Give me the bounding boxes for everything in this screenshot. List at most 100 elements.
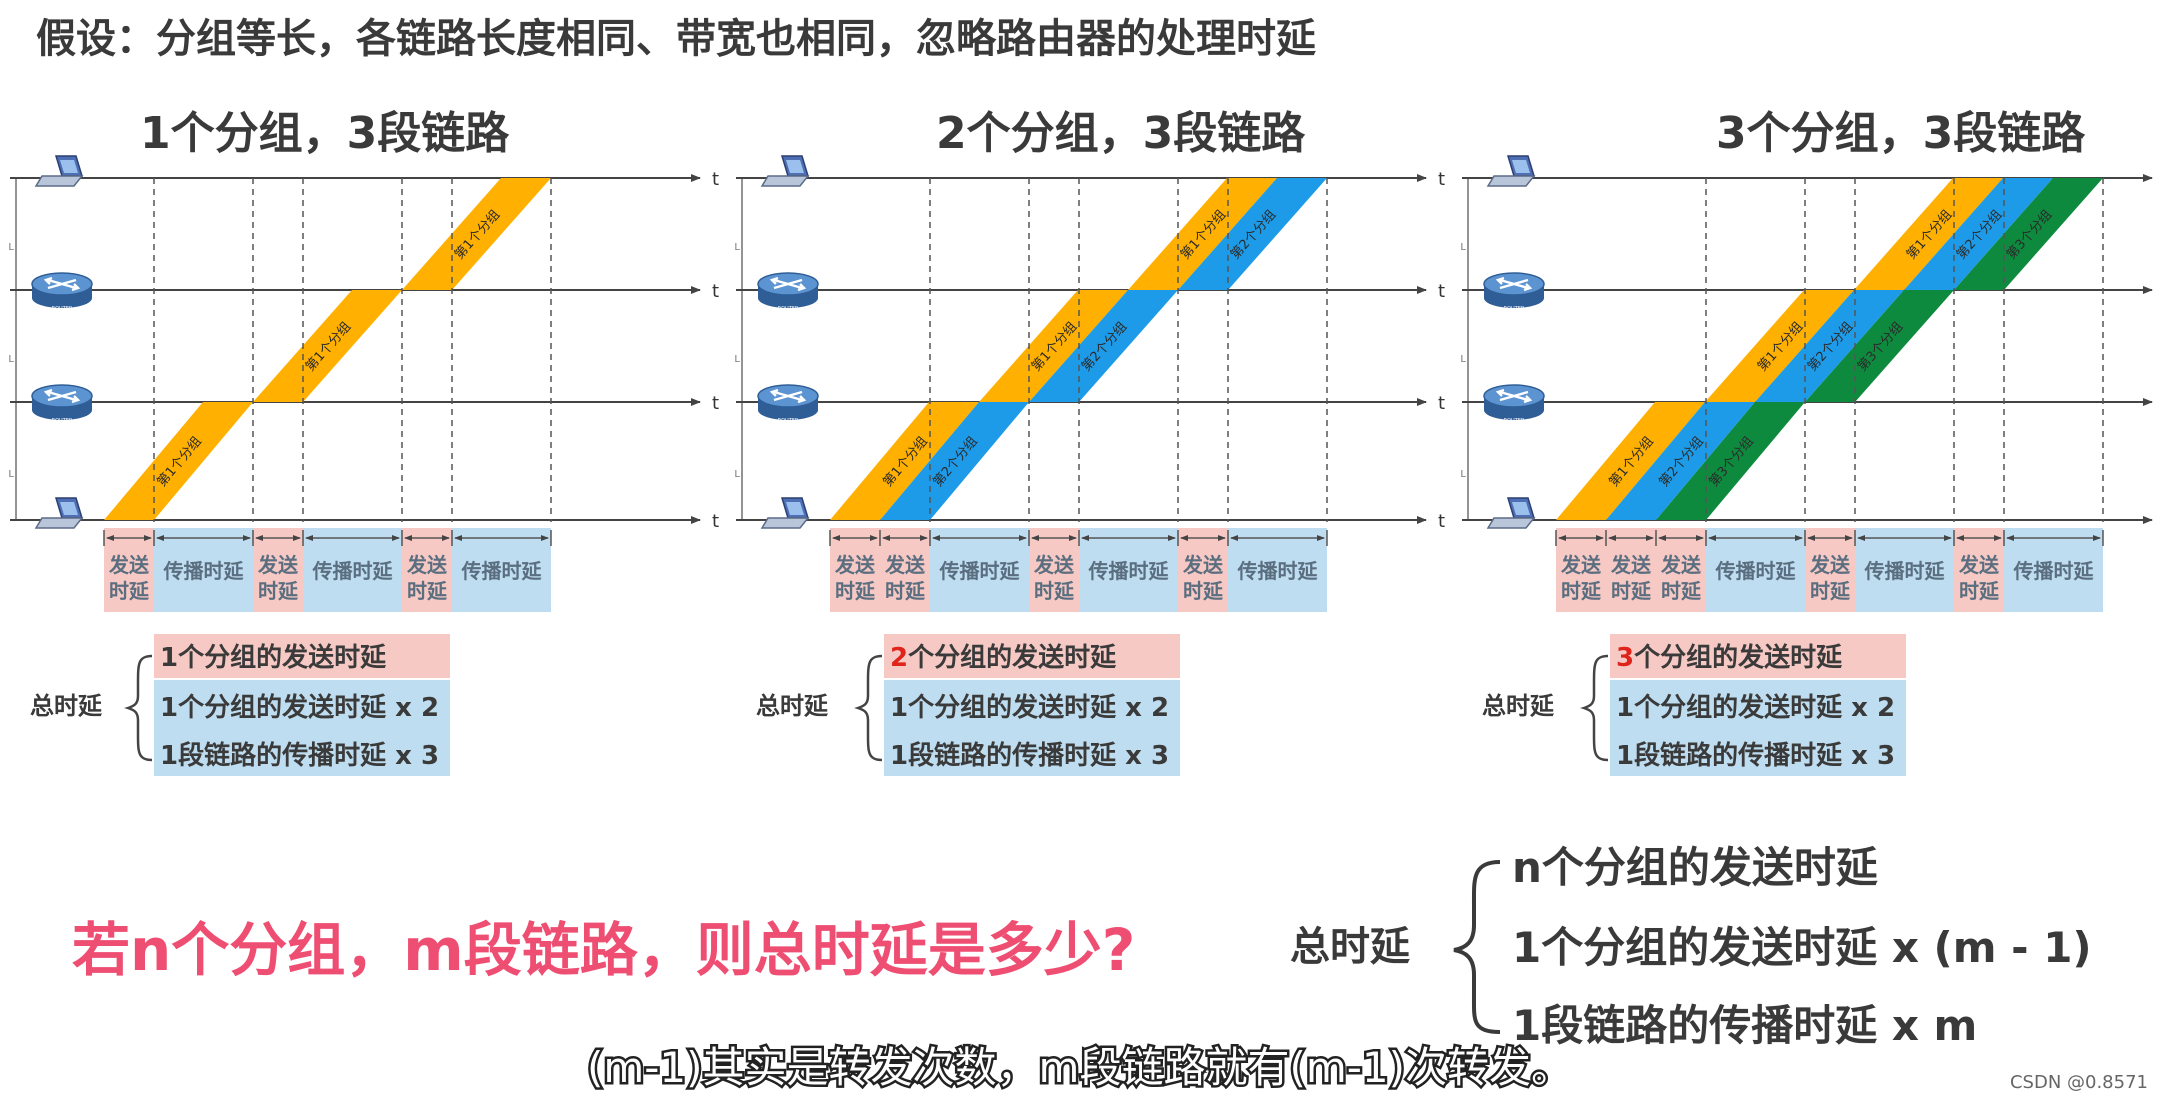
packet-1-segment-1 <box>830 402 979 520</box>
timeline-cell-send <box>104 528 154 612</box>
timeline-cell-prop <box>1855 528 1954 612</box>
timeline-cell-text: 发送 <box>1182 553 1224 577</box>
formula-line2: 1个分组的发送时延 x 2 <box>1616 692 1895 723</box>
time-axis-label: t <box>712 169 719 190</box>
timeline-cell-send <box>1029 528 1079 612</box>
packet-2-segment-3 <box>1178 178 1327 290</box>
timeline-cell-text: 传播时延 <box>2013 559 2095 583</box>
total-delay-label: 总时延 <box>1482 692 1555 720</box>
timeline-cell-send <box>1556 528 1606 612</box>
packet-2-segment-3 <box>1904 178 2053 290</box>
timeline-cell-send <box>1606 528 1656 612</box>
timeline-cell-send <box>253 528 303 612</box>
timeline-cell-text: 发送 <box>406 553 448 577</box>
link-length-label: L <box>734 354 740 365</box>
timeline-cell-text: 传播时延 <box>939 559 1021 583</box>
timeline-cell-send <box>880 528 930 612</box>
watermark: CSDN @0.8571 <box>2010 1072 2148 1093</box>
packet-1-segment-1 <box>1556 402 1705 520</box>
timeline-cell-text: 发送 <box>884 553 926 577</box>
router-label: ROUTER <box>1504 418 1525 424</box>
formula-line2: 1个分组的发送时延 x 2 <box>160 692 439 723</box>
formula-highlight-number: 3 <box>1616 643 1634 673</box>
packet-2-segment-1 <box>1606 402 1755 520</box>
timeline-cell-text: 发送 <box>1610 553 1652 577</box>
link-length-label: L <box>1460 354 1466 365</box>
router-arrows <box>43 388 81 404</box>
panel-1: 1个分组，3段链路LLLttttROUTERROUTER第1个分组第1个分组第1… <box>8 108 719 776</box>
timeline-cell-text: 发送 <box>1809 553 1851 577</box>
router-icon: ROUTER <box>757 384 819 424</box>
panel-title: 3个分组，3段链路 <box>1716 108 2086 159</box>
laptop-base <box>760 175 810 187</box>
timeline-cell-text: 时延 <box>1561 579 1602 603</box>
timeline-cell-text: 时延 <box>1183 579 1224 603</box>
general-line2: 1个分组的发送时延 x (m - 1) <box>1512 923 2092 972</box>
formula-highlight-number: 2 <box>890 643 908 673</box>
destination-host-icon <box>34 497 84 529</box>
formula-brace <box>1580 654 1609 762</box>
timeline-cell-text: 传播时延 <box>312 559 394 583</box>
packet-3-segment-2 <box>1805 290 1954 402</box>
timeline-cell-text: 时延 <box>1611 579 1652 603</box>
time-axis-label: t <box>1438 281 1445 302</box>
timeline-cell-text: 时延 <box>835 579 876 603</box>
router-label: ROUTER <box>778 306 799 312</box>
formula-line1-text: 个分组的发送时延 <box>908 642 1117 673</box>
source-host-icon <box>760 155 810 187</box>
packet-1-segment-2 <box>253 290 402 402</box>
assumption-heading: 假设：分组等长，各链路长度相同、带宽也相同，忽略路由器的处理时延 <box>36 16 1316 62</box>
formula-line3: 1段链路的传播时延 x 3 <box>1616 740 1895 771</box>
formula-line3: 1段链路的传播时延 x 3 <box>890 740 1169 771</box>
timeline-cell-text: 时延 <box>1661 579 1702 603</box>
timeline-cell-text: 时延 <box>109 579 150 603</box>
general-line1: n个分组的发送时延 <box>1512 843 1878 892</box>
timeline-cell-text: 时延 <box>1810 579 1851 603</box>
timeline-cell-send <box>1805 528 1855 612</box>
time-axis-label: t <box>712 511 719 532</box>
formula-line23-bg <box>1610 680 1906 776</box>
formula-line1: 3个分组的发送时延 <box>1616 642 1843 673</box>
timeline-cell-text: 发送 <box>257 553 299 577</box>
timeline-cell-prop <box>1706 528 1805 612</box>
link-length-label: L <box>8 242 14 253</box>
packet-1-segment-2 <box>979 290 1128 402</box>
formula-line1: 1个分组的发送时延 <box>160 642 387 673</box>
formula-line1-text: 1个分组的发送时延 <box>160 642 387 673</box>
question-text: 若n个分组，m段链路，则总时延是多少? <box>72 916 1135 984</box>
router-arrows <box>769 388 807 404</box>
packet-1-segment-3 <box>402 178 551 290</box>
router-icon: ROUTER <box>31 384 93 424</box>
formula-brace <box>854 654 883 762</box>
timeline-cell-prop <box>303 528 402 612</box>
link-length-label: L <box>8 354 14 365</box>
timeline-cell-text: 发送 <box>1033 553 1075 577</box>
timeline-cell-text: 时延 <box>258 579 299 603</box>
laptop-display <box>60 160 78 173</box>
time-axis-label: t <box>1438 169 1445 190</box>
timeline-cell-text: 发送 <box>1958 553 2000 577</box>
packet-ribbons: 第1个分组第2个分组第3个分组第1个分组第2个分组第3个分组第1个分组第2个分组… <box>1556 178 2103 520</box>
formula-line1-bg <box>884 634 1180 678</box>
destination-host-icon <box>760 497 810 529</box>
packet-ribbons: 第1个分组第2个分组第1个分组第2个分组第1个分组第2个分组 <box>830 178 1327 520</box>
link-length-label: L <box>8 469 14 480</box>
formula-line2: 1个分组的发送时延 x 2 <box>890 692 1169 723</box>
subtitle-caption: (m-1)其实是转发次数，m段链路就有(m-1)次转发。 <box>587 1043 1573 1092</box>
timeline-cell-text: 传播时延 <box>163 559 245 583</box>
timeline-cell-prop <box>2004 528 2103 612</box>
formula-line23-bg <box>154 680 450 776</box>
packet-1-segment-3 <box>1128 178 1277 290</box>
destination-host-icon <box>1486 497 1536 529</box>
packet-2-segment-1 <box>880 402 1029 520</box>
timeline-cell-send <box>830 528 880 612</box>
panel-title: 1个分组，3段链路 <box>140 108 510 159</box>
timeline-cell-prop <box>1228 528 1327 612</box>
timeline-cell-text: 发送 <box>1560 553 1602 577</box>
timeline-cell-send <box>402 528 452 612</box>
laptop-display <box>60 502 78 515</box>
router-arrows <box>769 276 807 292</box>
formula-brace <box>124 654 153 762</box>
laptop-display <box>786 502 804 515</box>
